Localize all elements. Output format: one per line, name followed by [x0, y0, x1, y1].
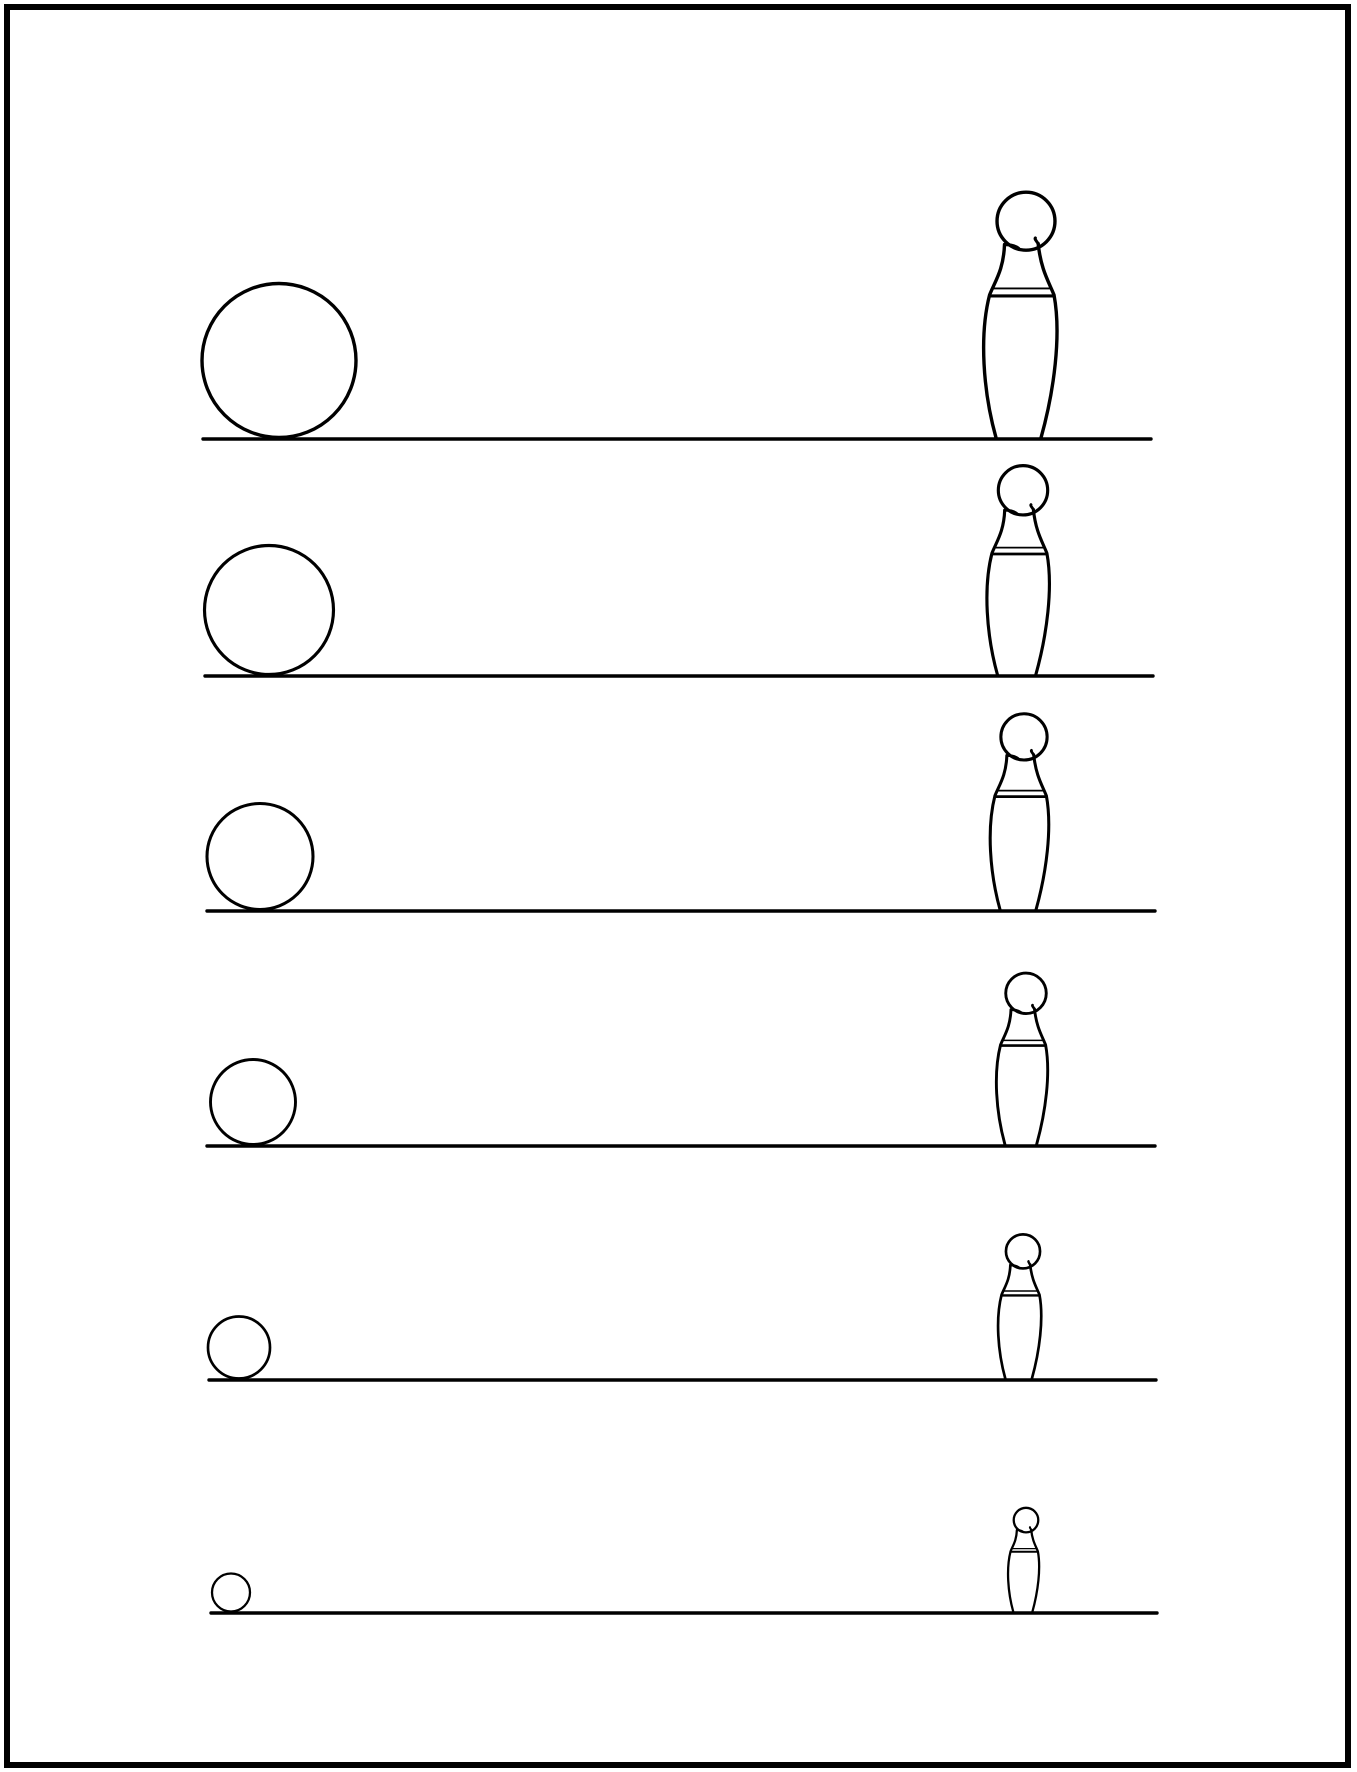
pin-head-circle [1014, 1508, 1039, 1533]
pin-head-circle [998, 466, 1047, 515]
pin-head-circle [1001, 714, 1047, 760]
figure-row-4 [207, 973, 1155, 1146]
bowling-pin [998, 1234, 1041, 1379]
page-border [7, 7, 1348, 1765]
bowling-pin [990, 714, 1049, 910]
pin-body-outline [987, 509, 1049, 675]
pin-neck [1011, 1005, 1035, 1012]
ball-circle [212, 1574, 250, 1612]
bowling-pin [996, 973, 1047, 1145]
figure-row-2 [205, 466, 1154, 676]
pin-head-circle [1006, 1234, 1040, 1268]
figure-row-6 [211, 1508, 1157, 1613]
pin-body-outline [984, 244, 1057, 438]
ball-circle [207, 804, 313, 910]
ball-circle [202, 284, 356, 438]
figure-row-5 [208, 1234, 1156, 1380]
bowling-pin [987, 466, 1049, 675]
ball-circle [205, 546, 334, 675]
figure-row-3 [207, 714, 1155, 911]
pin-body-outline [996, 1009, 1047, 1145]
bowling-pin [1008, 1508, 1039, 1612]
pin-head-circle [1006, 973, 1047, 1014]
pin-body-outline [1008, 1530, 1039, 1612]
pin-body-outline [998, 1265, 1041, 1379]
figure-row-1 [202, 192, 1151, 439]
ball-circle [208, 1317, 270, 1379]
ball-circle [211, 1060, 296, 1145]
figure-rows [202, 192, 1157, 1613]
pin-neck [1010, 1261, 1030, 1267]
bowling-pin [984, 192, 1057, 438]
pin-body-outline [990, 755, 1049, 910]
pin-head-circle [997, 192, 1055, 250]
